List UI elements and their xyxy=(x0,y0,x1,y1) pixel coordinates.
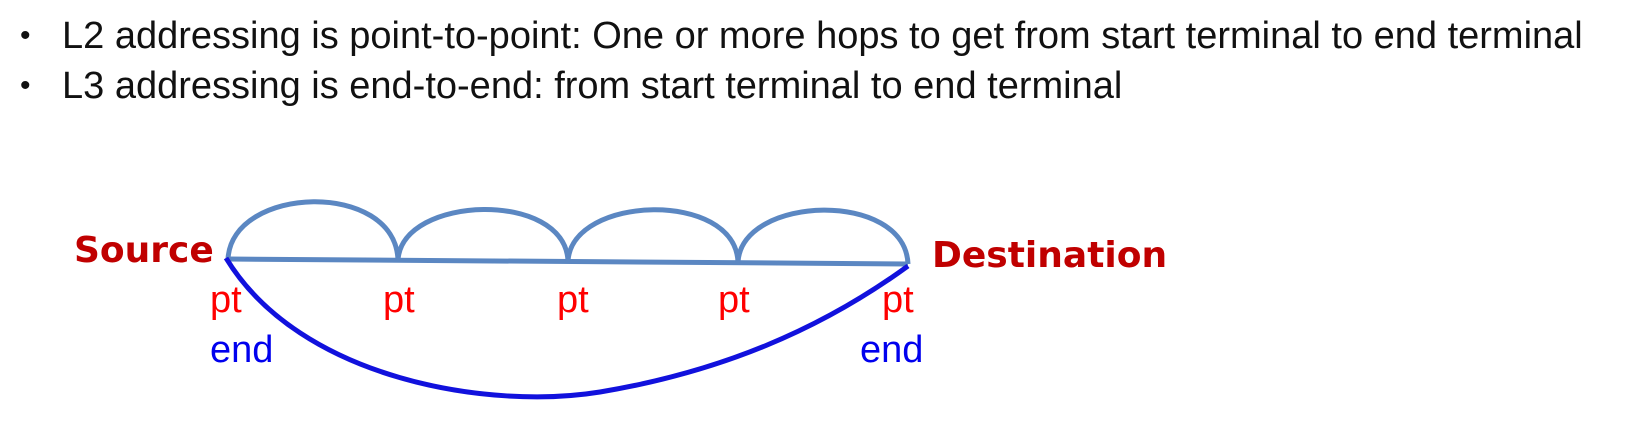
bullet-l2: • L2 addressing is point-to-point: One o… xyxy=(20,12,1620,60)
bullet-list: • L2 addressing is point-to-point: One o… xyxy=(20,12,1620,112)
hop-arc-2 xyxy=(395,207,571,262)
pt-label-5: pt xyxy=(882,279,914,321)
destination-label: Destination xyxy=(932,235,1167,276)
pt-label-2: pt xyxy=(383,279,415,321)
hop-arc-1 xyxy=(225,199,401,261)
source-label: Source xyxy=(74,230,214,271)
pt-label-4: pt xyxy=(718,279,750,321)
bullet-dot: • xyxy=(20,19,31,52)
pt-label-1: pt xyxy=(210,279,242,321)
bullet-l2-text: L2 addressing is point-to-point: One or … xyxy=(62,15,1583,57)
hop-arc-3 xyxy=(565,207,741,263)
bullet-l3-text: L3 addressing is end-to-end: from start … xyxy=(62,65,1123,107)
bullet-dot: • xyxy=(20,69,31,102)
addressing-diagram: Source Destination pt pt pt pt pt end en… xyxy=(74,199,1167,400)
end-label-destination: end xyxy=(860,329,923,371)
hop-arc-4 xyxy=(735,207,911,265)
bullet-l3: • L3 addressing is end-to-end: from star… xyxy=(20,62,1620,110)
end-to-end-arc xyxy=(223,256,910,400)
baseline-link xyxy=(227,256,909,267)
pt-label-3: pt xyxy=(557,279,589,321)
end-label-source: end xyxy=(210,329,273,371)
